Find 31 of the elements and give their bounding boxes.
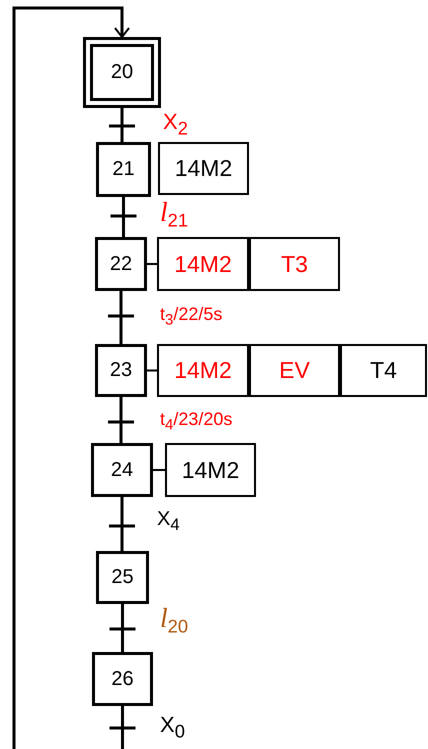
transition-condition: t$_{3}$/22/5s — [160, 305, 222, 330]
transition-condition: X$_{2}$ — [163, 110, 188, 139]
transition-condition: X$_{0}$ — [160, 713, 185, 742]
transition-condition: X$_{4}$ — [157, 508, 180, 534]
action-link — [147, 263, 157, 265]
action-box: 14M2 — [157, 344, 249, 397]
initial-step-box: 20 — [83, 37, 161, 108]
step-box: 25 — [96, 551, 149, 604]
action-box: EV — [249, 344, 340, 397]
sequence-link — [12, 6, 130, 749]
sequence-link — [121, 604, 124, 652]
action-link — [147, 370, 157, 372]
sequence-link — [122, 197, 125, 237]
sequence-link — [120, 397, 122, 443]
transition-condition: l$_{20}$ — [160, 603, 188, 637]
action-link — [153, 469, 165, 471]
step-box: 26 — [92, 652, 153, 706]
transition-condition: t$_{4}$/23/20s — [160, 410, 232, 434]
step-box: 23 — [95, 344, 147, 397]
step-box: 24 — [91, 443, 153, 497]
action-box: 14M2 — [165, 443, 256, 497]
sequence-link — [120, 291, 122, 344]
sequence-link — [120, 497, 124, 551]
sequence-link — [120, 108, 124, 142]
action-box: 14M2 — [157, 237, 249, 291]
step-box: 22 — [95, 237, 147, 291]
action-box: T3 — [249, 237, 340, 291]
transition-condition: l$_{21}$ — [160, 197, 188, 231]
step-box: 21 — [96, 142, 151, 197]
action-box: T4 — [340, 344, 427, 397]
action-box: 14M2 — [158, 142, 249, 195]
